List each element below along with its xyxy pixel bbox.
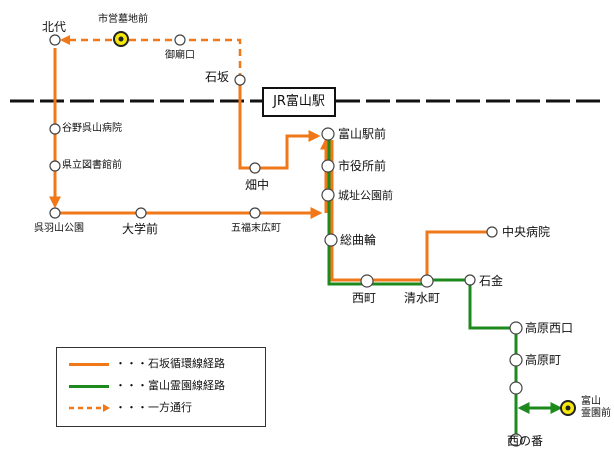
stop-joshi-koen-mae[interactable]	[321, 188, 335, 202]
label-gofuku-suehiro: 五福末広町	[231, 223, 281, 234]
label-joshi-koen-mae: 城址公園前	[338, 189, 393, 202]
reien-route	[327, 140, 563, 440]
stop-ishizaka[interactable]	[234, 74, 246, 86]
stop-gobyoguchi[interactable]	[174, 34, 186, 46]
label-takahara-machi: 高原町	[525, 353, 562, 367]
label-shiyakusho-mae: 市役所前	[338, 159, 387, 173]
label-nishinoban: 西の番	[507, 434, 544, 448]
legend-swatch	[69, 404, 110, 412]
stop-shimizucho[interactable]	[420, 274, 434, 288]
label-toyama-eki-mae: 富山駅前	[338, 127, 387, 141]
label-ishigane: 石金	[479, 274, 504, 288]
label-kenritsu-toshokan: 県立図書館前	[62, 160, 122, 171]
legend-swatch	[69, 385, 109, 388]
label-chuo-byoin: 中央病院	[502, 225, 551, 239]
stop-sogawa[interactable]	[324, 233, 338, 247]
legend-label: ・・・石坂循環線経路	[115, 357, 225, 370]
stops	[49, 34, 523, 447]
label-takahara-nishiguchi: 高原西口	[525, 321, 574, 335]
legend-item-ishizaka: ・・・石坂循環線経路	[69, 356, 259, 372]
stop-kitadai[interactable]	[49, 34, 61, 46]
label-sogawa: 総曲輪	[340, 233, 377, 247]
cemetery-markers	[113, 31, 576, 416]
stop-yatabe-byoin[interactable]	[49, 123, 61, 135]
jr-toyama-station-label: JR富山駅	[262, 87, 336, 117]
label-gobyoguchi: 御廟口	[165, 50, 195, 61]
label-hatanaka: 畑中	[245, 178, 270, 192]
stop-unnamed[interactable]	[509, 381, 523, 395]
legend-item-reien: ・・・富山霊園線経路	[69, 378, 259, 394]
label-shimizucho: 清水町	[404, 291, 441, 305]
legend-swatch	[69, 363, 109, 366]
label-shiei-bochi-mae: 市営墓地前	[98, 14, 148, 25]
label-nishicho: 西町	[352, 291, 377, 305]
legend-label: ・・・一方通行	[115, 401, 192, 414]
stop-toyama-eki-mae[interactable]	[321, 127, 335, 141]
stop-shiyakusho-mae[interactable]	[321, 159, 335, 173]
stop-takahara-machi[interactable]	[509, 353, 523, 367]
label-toyama-reien-mae: 富山 霊園前	[581, 396, 611, 419]
legend-label: ・・・富山霊園線経路	[115, 379, 225, 392]
legend: ・・・石坂循環線経路 ・・・富山霊園線経路 ・・・一方通行	[56, 347, 266, 427]
legend-item-oneway: ・・・一方通行	[69, 400, 259, 416]
label-kitadai: 北代	[42, 20, 67, 34]
stop-ishigane[interactable]	[464, 274, 476, 286]
label-daigaku-mae: 大学前	[122, 222, 159, 236]
label-kureha-koen: 呉羽山公園	[34, 223, 84, 234]
stop-nishinoban[interactable]	[509, 433, 523, 447]
label-yatabe-byoin: 谷野呉山病院	[62, 123, 122, 134]
stop-chuo-byoin[interactable]	[486, 226, 498, 238]
stop-takahara-nishiguchi[interactable]	[509, 321, 523, 335]
stop-nishicho[interactable]	[360, 274, 374, 288]
label-ishizaka: 石坂	[205, 70, 230, 84]
stop-gofuku-suehiro[interactable]	[249, 207, 261, 219]
stop-kenritsu-toshokan[interactable]	[49, 160, 61, 172]
stop-kureha-koen[interactable]	[49, 207, 61, 219]
stop-hatanaka[interactable]	[249, 162, 261, 174]
stop-daigaku-mae[interactable]	[135, 207, 147, 219]
